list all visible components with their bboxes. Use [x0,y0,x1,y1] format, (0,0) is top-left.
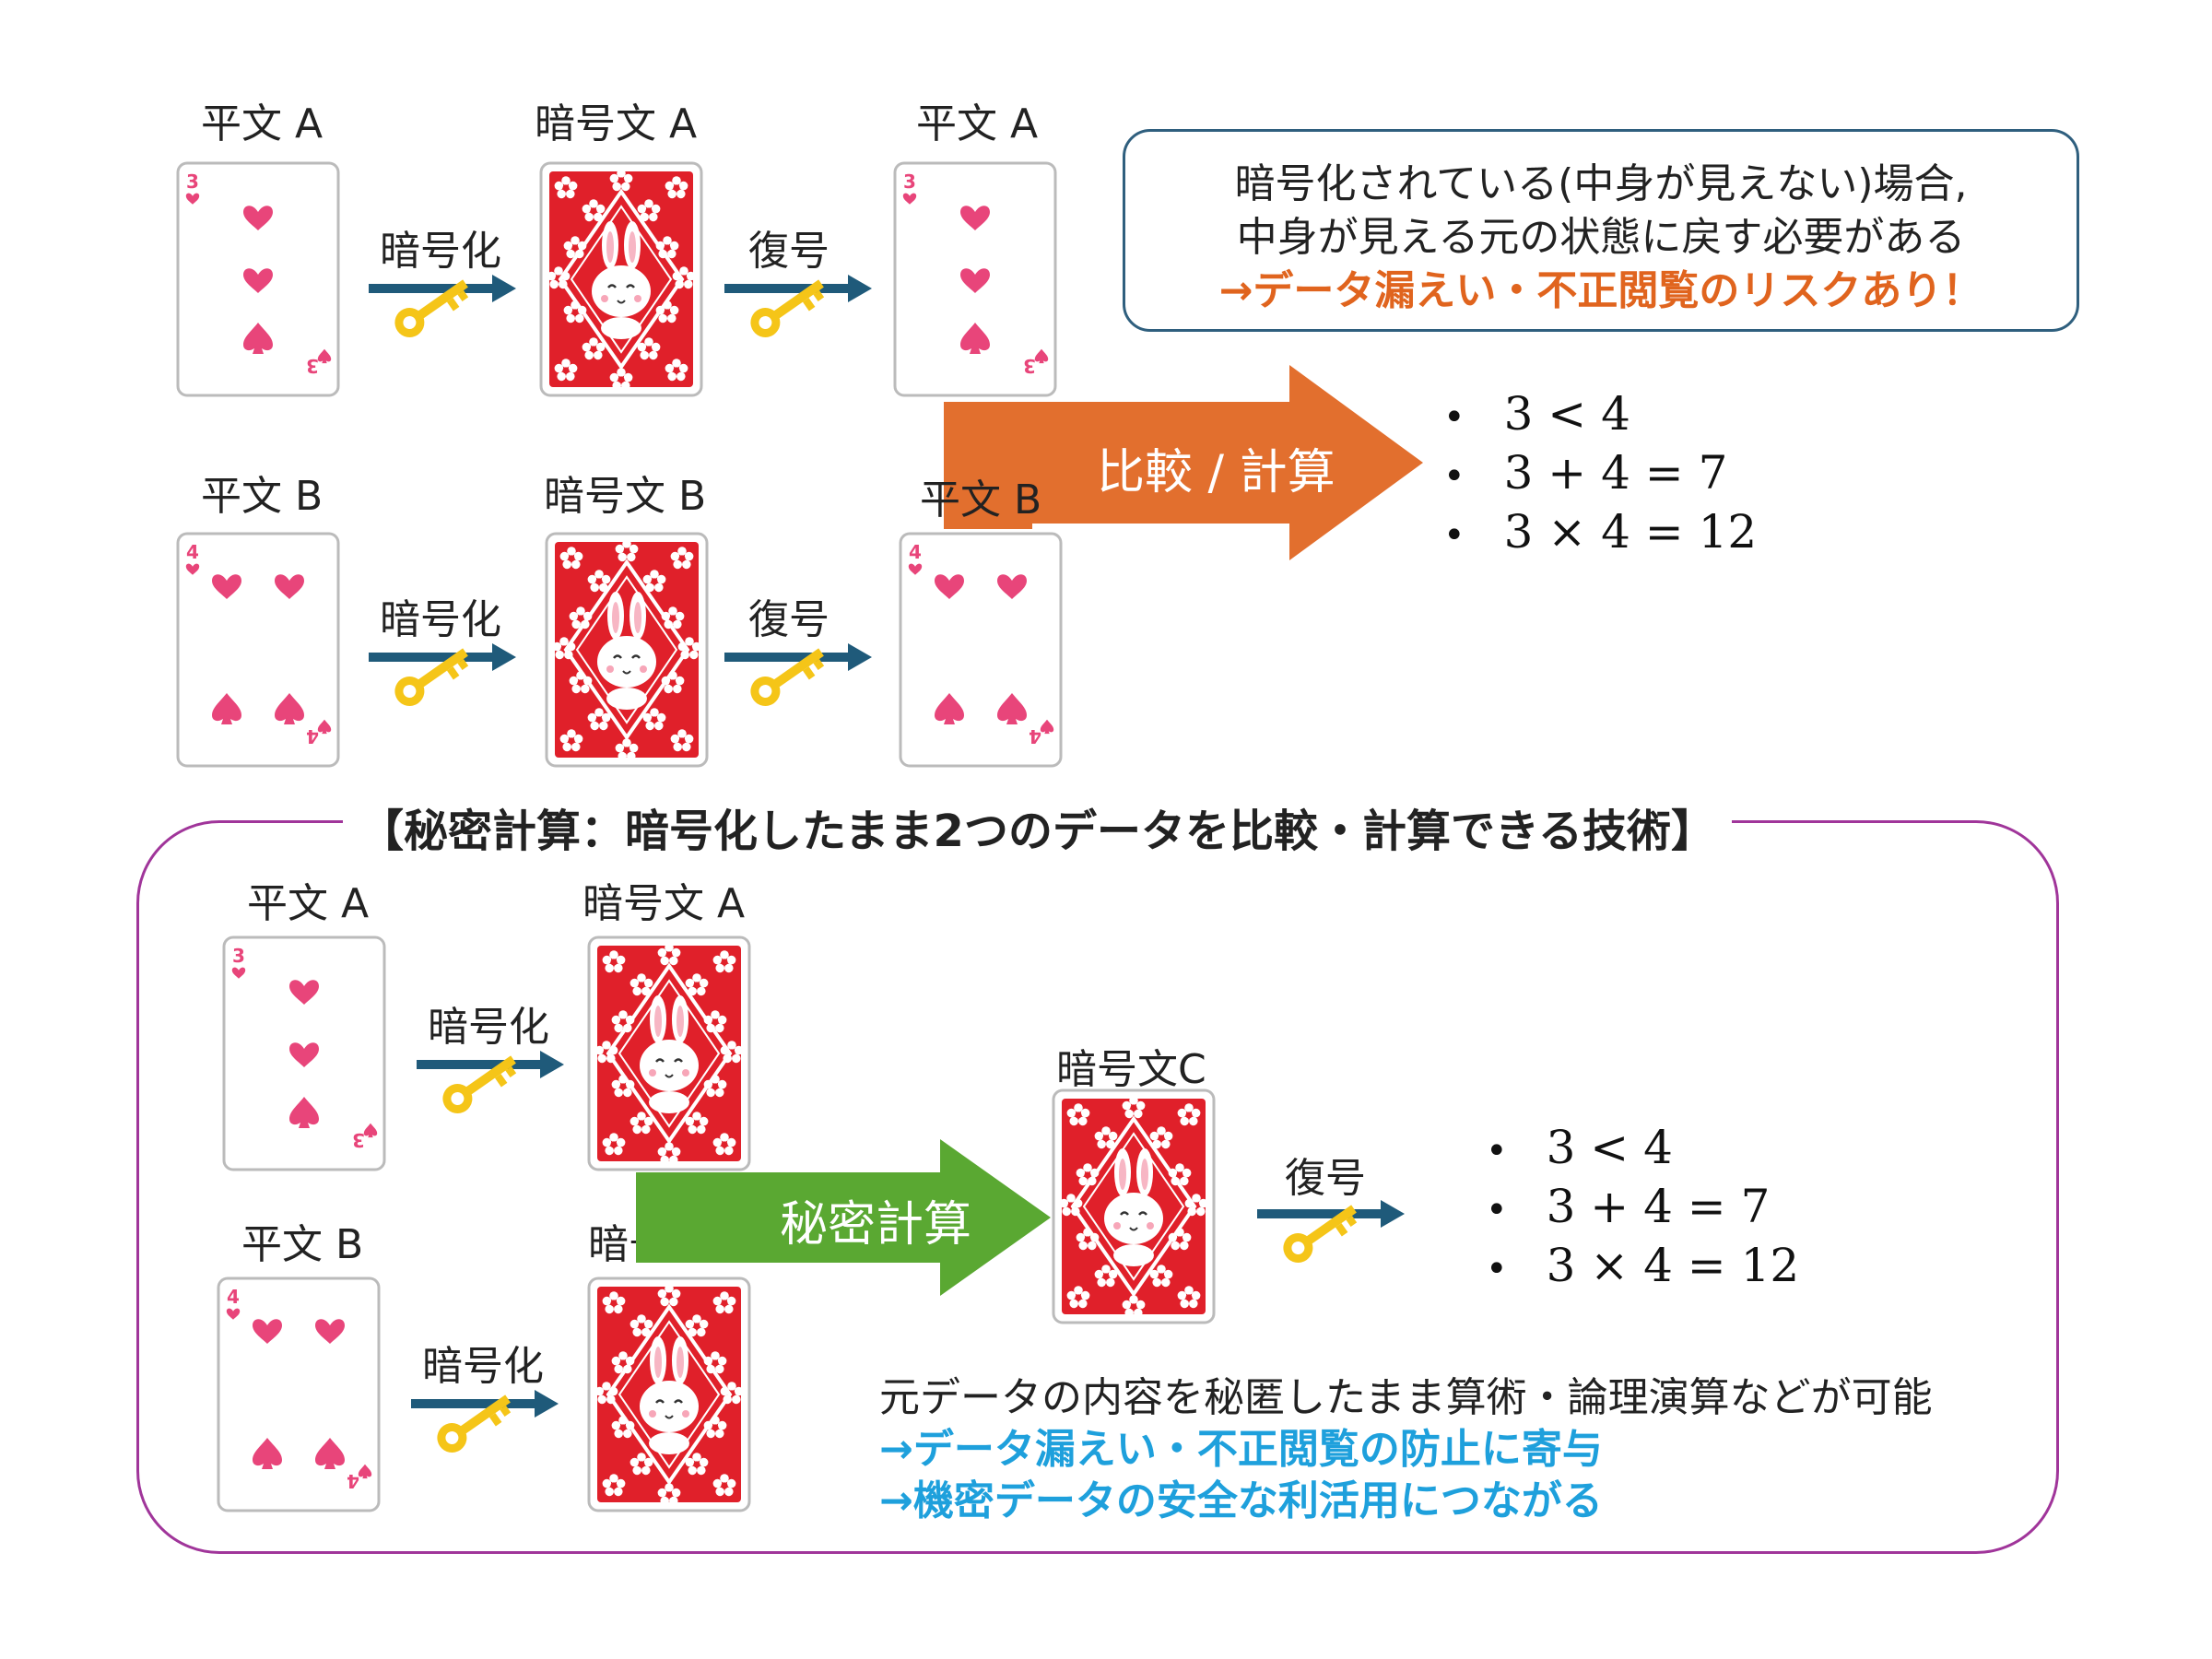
bottom-encrypt-b-label: 暗号化 [422,1343,544,1390]
top-cipher-a-label: 暗号文 A [535,100,698,147]
top-result-3: •3 × 4 = 12 [1443,505,1758,559]
bottom-encrypt-a-key-icon [417,1040,564,1123]
top-encrypt-b-label: 暗号化 [380,596,501,643]
top-note-line2: 中身が見える元の状態に戻す必要がある [1236,214,1966,261]
svg-text:3: 3 [903,171,916,193]
top-encrypt-b-key-icon [369,632,516,715]
compare-big-arrow [944,365,1423,560]
svg-text:4: 4 [227,1286,240,1308]
top-decrypt-a-key-icon [724,264,872,347]
bottom-cipher-c-card [1051,1088,1217,1325]
bottom-cipher-c-label: 暗号文C [1056,1046,1206,1093]
svg-text:4: 4 [1029,725,1041,747]
bottom-encrypt-b-key-icon [411,1379,559,1462]
top-decrypted-b-label: 平文 B [920,477,1042,524]
top-note-box: 暗号化されている(中身が見えない)場合, 中身が見える元の状態に戻す必要がある … [1123,129,2079,332]
top-encrypt-a-label: 暗号化 [380,228,501,275]
svg-text:3: 3 [186,171,199,193]
top-result-1: •3 < 4 [1443,387,1630,441]
svg-text:4: 4 [306,725,319,747]
top-note-line3: →データ漏えい・不正閲覧のリスクあり！ [1218,267,1983,314]
bottom-cipher-a-card [586,935,752,1172]
top-plain-a-card: 3 3 [175,160,341,398]
top-cipher-b-label: 暗号文 B [544,473,707,520]
svg-text:4: 4 [347,1470,359,1492]
bottom-plain-b-card: 4 4 [216,1276,382,1513]
bottom-plain-a-card: 3 3 [221,935,387,1172]
footer-line2: →データ漏えい・不正閲覧の防止に寄与 [879,1426,1603,1473]
secure-computation-heading: 【秘密計算：暗号化したまま2つのデータを比較・計算できる技術】 [343,794,1733,859]
bottom-cipher-a-label: 暗号文 A [582,880,746,927]
svg-text:4: 4 [186,541,199,563]
top-cipher-b-card [544,531,710,769]
bottom-cipher-b-card [586,1276,752,1513]
svg-text:3: 3 [306,355,319,377]
top-decrypt-b-key-icon [724,632,872,715]
top-decrypted-a-label: 平文 A [916,100,1039,147]
top-plain-b-card: 4 4 [175,531,341,769]
secure-compute-arrow-label: 秘密計算 [780,1197,972,1253]
svg-text:3: 3 [352,1129,365,1151]
secure-compute-big-arrow [636,1139,1051,1296]
bottom-plain-a-label: 平文 A [247,880,370,927]
bottom-result-2: •3 + 4 = 7 [1486,1180,1771,1233]
footer-line1: 元データの内容を秘匿したまま算術・論理演算などが可能 [879,1374,1933,1421]
bottom-plain-b-label: 平文 B [241,1221,364,1268]
svg-text:3: 3 [232,945,245,967]
footer-line3: →機密データの安全な利活用につながる [879,1477,1603,1524]
bottom-decrypt-label: 復号 [1285,1155,1366,1202]
top-note-line1: 暗号化されている(中身が見えない)場合, [1234,160,1968,207]
svg-text:4: 4 [909,541,922,563]
svg-text:3: 3 [1023,355,1036,377]
top-result-2: •3 + 4 = 7 [1443,446,1728,500]
bottom-decrypt-key-icon [1257,1189,1405,1272]
top-plain-b-label: 平文 B [201,473,324,520]
bottom-result-3: •3 × 4 = 12 [1486,1239,1800,1292]
top-decrypted-b-card: 4 4 [898,531,1064,769]
bottom-result-1: •3 < 4 [1486,1121,1673,1174]
top-decrypt-a-label: 復号 [748,228,830,275]
compare-arrow-label: 比較 / 計算 [1097,445,1335,500]
top-decrypted-a-card: 3 3 [892,160,1058,398]
top-plain-a-label: 平文 A [201,100,324,147]
top-decrypt-b-label: 復号 [748,596,830,643]
top-cipher-a-card [538,160,704,398]
bottom-encrypt-a-label: 暗号化 [428,1004,549,1051]
top-encrypt-a-key-icon [369,264,516,347]
